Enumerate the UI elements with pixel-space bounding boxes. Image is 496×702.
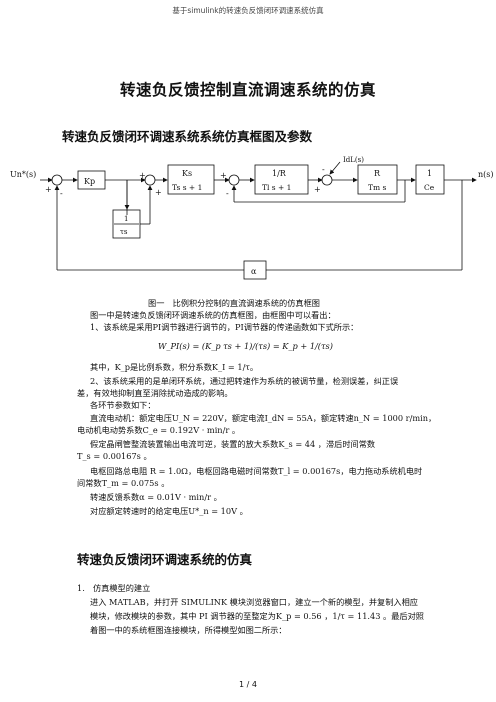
section-heading-simulation: 转速负反馈闭环调速系统的仿真 — [77, 552, 253, 567]
body-line-13: 转速反馈系数α = 0.01V · min/r 。 — [90, 492, 222, 502]
sim-line-4: 着图一中的系统框图连接模块，所得模型如图二所示： — [90, 625, 287, 635]
sign-minus-3: - — [322, 165, 325, 174]
sim-line-2: 进入 MATLAB，并打开 SIMULINK 模块浏览器窗口，建立一个新的模型，… — [90, 597, 418, 607]
kp-label: Kp — [84, 177, 95, 186]
body-line-5: 差，有效地抑制直至消除扰动造成的影响。 — [77, 388, 233, 398]
body-line-2: 1、该系统是采用PI调节器进行调节的，PI调节器的传递函数如下式所示： — [90, 322, 359, 332]
integrator-den: τs — [120, 228, 128, 236]
converter-block — [167, 164, 215, 195]
formula-pi: W_PI(s) = (K_p τs + 1)/(τs) = K_p + 1/(τ… — [158, 341, 333, 351]
disturbance-label: IdL(s) — [343, 156, 364, 164]
sum-junction-1 — [51, 174, 63, 186]
sum-junction-2 — [144, 174, 156, 186]
mech-den: Tm s — [368, 183, 386, 192]
sign-plus-3: + — [155, 188, 162, 197]
sign-plus-1: + — [45, 185, 52, 194]
input-label: Un*(s) — [10, 170, 36, 179]
integrator-num: 1 — [124, 215, 128, 223]
output-label: n(s) — [478, 170, 494, 179]
body-line-3: 其中，K_p是比例系数，积分系数K_I = 1/τ。 — [90, 362, 259, 372]
body-line-7: 直流电动机：额定电压U_N = 220V，额定电流I_dN = 55A，额定转速… — [90, 413, 437, 423]
body-line-9: 假定晶闸管整流装置输出电流可逆，装置的放大系数K_s = 44 ，滞后时间常数 — [90, 439, 376, 449]
body-line-4: 2、该系统采用的是单闭环系统，通过把转速作为系统的被调节量，检测误差，纠正误 — [90, 376, 399, 386]
figure-caption: 图一 比例积分控制的直流调速系统的仿真框图 — [148, 298, 320, 308]
section-heading-diagram: 转速负反馈闭环调速系统系统仿真框图及参数 — [62, 129, 313, 144]
body-line-6: 各环节参数如下： — [90, 400, 156, 410]
mech-num: R — [374, 169, 381, 178]
sign-minus-2: - — [226, 189, 229, 198]
sign-plus-5: + — [314, 185, 321, 194]
armature-block — [254, 164, 309, 195]
body-line-11: 电枢回路总电阻 R = 1.0Ω，电枢回路电磁时间常数T_l = 0.00167… — [90, 466, 423, 476]
document-title: 转速负反馈控制直流调速系统的仿真 — [119, 81, 376, 99]
emf-num: 1 — [427, 169, 432, 178]
armature-num: 1/R — [272, 169, 287, 178]
emf-den: Ce — [424, 183, 435, 192]
alpha-label: α — [251, 267, 257, 276]
sign-plus-2: + — [139, 171, 146, 180]
converter-den: Ts s + 1 — [172, 183, 202, 192]
emf-block — [415, 164, 445, 195]
sign-minus-1: - — [60, 189, 63, 198]
body-line-8: 电动机电动势系数C_e = 0.192V · min/r 。 — [77, 425, 241, 435]
sim-line-1: 1. 仿真模型的建立 — [77, 583, 151, 593]
sim-line-3: 模块，修改模块的参数，其中 PI 调节器的至整定为K_p = 0.56 ，1/τ… — [90, 611, 424, 621]
sum-junction-4 — [321, 174, 333, 186]
converter-num: Ks — [182, 169, 192, 178]
mech-block — [357, 164, 398, 195]
page-header: 基于simulink的转速负反馈闭环调速系统仿真 — [172, 6, 324, 15]
sum-junction-3 — [228, 174, 240, 186]
armature-den: Tl s + 1 — [262, 183, 291, 192]
body-line-14: 对应额定转速时的给定电压U*_n = 10V 。 — [90, 506, 248, 516]
block-diagram: Un*(s) n(s) IdL(s) Kp 1 τs Ks Ts s + 1 1… — [10, 156, 494, 280]
body-line-10: T_s = 0.00167s 。 — [77, 451, 152, 461]
page-number: 1 / 4 — [239, 680, 257, 689]
body-line-1: 图一中是转速负反馈闭环调速系统的仿真框图，由框图中可以看出： — [90, 310, 336, 320]
body-line-12: 间常数T_m = 0.075s 。 — [77, 478, 170, 488]
sign-plus-4: + — [220, 171, 227, 180]
